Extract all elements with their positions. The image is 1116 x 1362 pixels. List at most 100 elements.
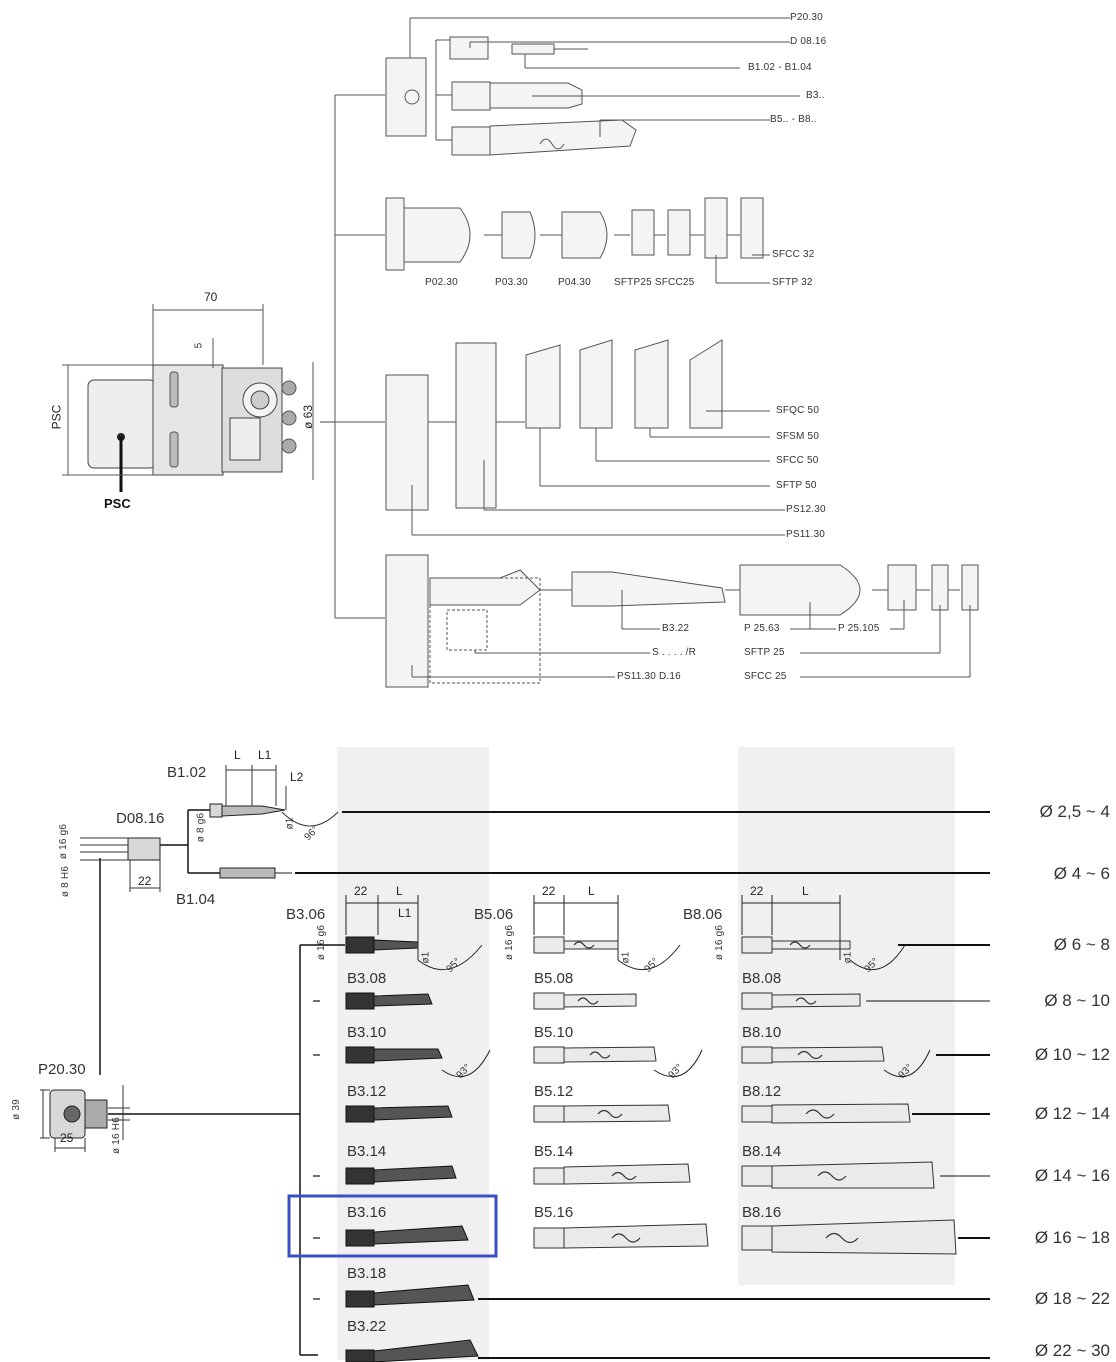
g4-label-sfcc25: SFCC 25 (744, 671, 787, 682)
adapter-p2030-label: P20.30 (38, 1061, 86, 1078)
range-16-18: Ø 16 ~ 18 (1034, 1228, 1110, 1247)
b3-dim-phi1: ø1 (420, 951, 432, 964)
bottom-diagram (40, 747, 990, 1362)
g3-label-sftp50: SFTP 50 (776, 480, 817, 491)
b8-10-label: B8.10 (742, 1024, 782, 1041)
adapter-dim-39: ø 39 (10, 1099, 22, 1120)
adapter-dim-l2: L2 (290, 770, 304, 784)
adapter-dim-l1: L1 (258, 748, 272, 762)
psc-diameter-dimension: ø 63 (301, 404, 316, 430)
range-22-30: Ø 22 ~ 30 (1034, 1341, 1110, 1360)
adapter-dim-8h6: ø 8 H6 (60, 865, 72, 898)
b8-dim-l: L (802, 884, 809, 898)
g2-label-sftp25-sfcc25: SFTP25 SFCC25 (614, 277, 695, 288)
b8-06-label: B8.06 (683, 906, 723, 923)
b8-12-label: B8.12 (742, 1083, 782, 1100)
g3-label-sfsm50: SFSM 50 (776, 431, 820, 442)
b8-dim-22: 22 (750, 884, 764, 898)
g3-label-sfqc50: SFQC 50 (776, 405, 820, 416)
g2-label-sfcc32: SFCC 32 (772, 249, 815, 260)
b3-22-label: B3.22 (347, 1318, 387, 1335)
psc-width-dimension: 70 (204, 290, 218, 304)
group3-tools (385, 339, 785, 536)
g4-label-sftp25: SFTP 25 (744, 647, 785, 658)
b8-tools (741, 936, 957, 1255)
adapter-dim-phi1: ø1 (284, 817, 296, 830)
b3-16-label: B3.16 (347, 1204, 387, 1221)
g2-label-p0430: P04.30 (558, 277, 591, 288)
g1-label-d0816: D 08.16 (790, 36, 827, 47)
band-b8-background (738, 747, 955, 1285)
group4-tools (385, 554, 979, 688)
b3-06-label: B3.06 (286, 906, 326, 923)
g1-label-b3: B3.. (806, 90, 825, 101)
b3-dim-l: L (396, 884, 403, 898)
adapter-dim-8g6: ø 8 g6 (195, 812, 207, 843)
psc-small-dimension: 5 (193, 342, 205, 349)
adapter-dim-16h6: ø 16 H6 (110, 1117, 122, 1154)
adapter-d0816-label: D08.16 (116, 810, 165, 827)
range-10-12: Ø 10 ~ 12 (1034, 1045, 1110, 1064)
adapter-dim-22: 22 (138, 874, 152, 888)
range-8-10: Ø 8 ~ 10 (1044, 991, 1110, 1010)
b5-dim-l: L (588, 884, 595, 898)
adapter-dim-25: 25 (60, 1131, 74, 1145)
b5-08-label: B5.08 (534, 970, 574, 987)
b5-14-label: B5.14 (534, 1143, 574, 1160)
range-2-5-4: Ø 2,5 ~ 4 (1039, 802, 1110, 821)
g1-label-b5-b8: B5.. - B8.. (770, 114, 817, 125)
g3-label-ps1230: PS12.30 (786, 504, 826, 515)
g1-label-p2030: P20.30 (790, 12, 823, 23)
group2-tools (385, 197, 770, 284)
g4-label-p2563: P 25.63 (744, 623, 780, 634)
range-12-14: Ø 12 ~ 14 (1034, 1104, 1110, 1123)
g4-label-b322: B3.22 (662, 623, 690, 634)
adapter-dim-16g6: ø 16 g6 (58, 823, 70, 860)
b3-18-label: B3.18 (347, 1265, 387, 1282)
g1-label-b102-b104: B1.02 - B1.04 (748, 62, 812, 73)
b5-tools (533, 936, 709, 1249)
b5-10-label: B5.10 (534, 1024, 574, 1041)
range-6-8: Ø 6 ~ 8 (1053, 935, 1110, 954)
b5-16-label: B5.16 (534, 1204, 574, 1221)
b3-10-label: B3.10 (347, 1024, 387, 1041)
top-diagram (62, 17, 979, 688)
adapter-b102-label: B1.02 (167, 764, 207, 781)
b5-06-label: B5.06 (474, 906, 514, 923)
b5-dim-22: 22 (542, 884, 556, 898)
b8-dim-16g6: ø 16 g6 (714, 924, 726, 961)
b3-dim-22: 22 (354, 884, 368, 898)
psc-label: PSC (104, 496, 131, 511)
g3-label-sfcc50: SFCC 50 (776, 455, 819, 466)
psc-height-dimension: PSC (49, 404, 64, 430)
g3-label-ps1130: PS11.30 (786, 529, 826, 540)
g4-label-p25105: P 25.105 (838, 623, 880, 634)
b3-12-label: B3.12 (347, 1083, 387, 1100)
adapter-drawings (49, 803, 292, 1139)
g2-label-sftp32: SFTP 32 (772, 277, 813, 288)
b3-14-label: B3.14 (347, 1143, 387, 1160)
b8-dim-phi1: ø1 (842, 951, 854, 964)
range-14-16: Ø 14 ~ 16 (1034, 1166, 1110, 1185)
g4-label-ps1130-d16: PS11.30 D.16 (617, 671, 681, 682)
b3-dim-l1: L1 (398, 906, 412, 920)
g4-label-s-r: S . . . . /R (652, 647, 697, 658)
b3-tools (345, 936, 479, 1362)
range-4-6: Ø 4 ~ 6 (1053, 864, 1110, 883)
g2-label-p0330: P03.30 (495, 277, 528, 288)
adapter-b104-label: B1.04 (176, 891, 216, 908)
psc-holder-drawing (62, 304, 362, 492)
range-18-22: Ø 18 ~ 22 (1034, 1289, 1110, 1308)
b3-dim-16g6: ø 16 g6 (316, 924, 328, 961)
b5-12-label: B5.12 (534, 1083, 574, 1100)
b5-dim-16g6: ø 16 g6 (504, 924, 516, 961)
adapter-dim-l: L (234, 748, 241, 762)
b8-08-label: B8.08 (742, 970, 782, 987)
b3-08-label: B3.08 (347, 970, 387, 987)
b8-14-label: B8.14 (742, 1143, 782, 1160)
b5-dim-phi1: ø1 (620, 951, 632, 964)
b3-16-highlight-box (287, 1194, 498, 1258)
adapter-dimension-lines (40, 765, 339, 1152)
b8-16-label: B8.16 (742, 1204, 782, 1221)
